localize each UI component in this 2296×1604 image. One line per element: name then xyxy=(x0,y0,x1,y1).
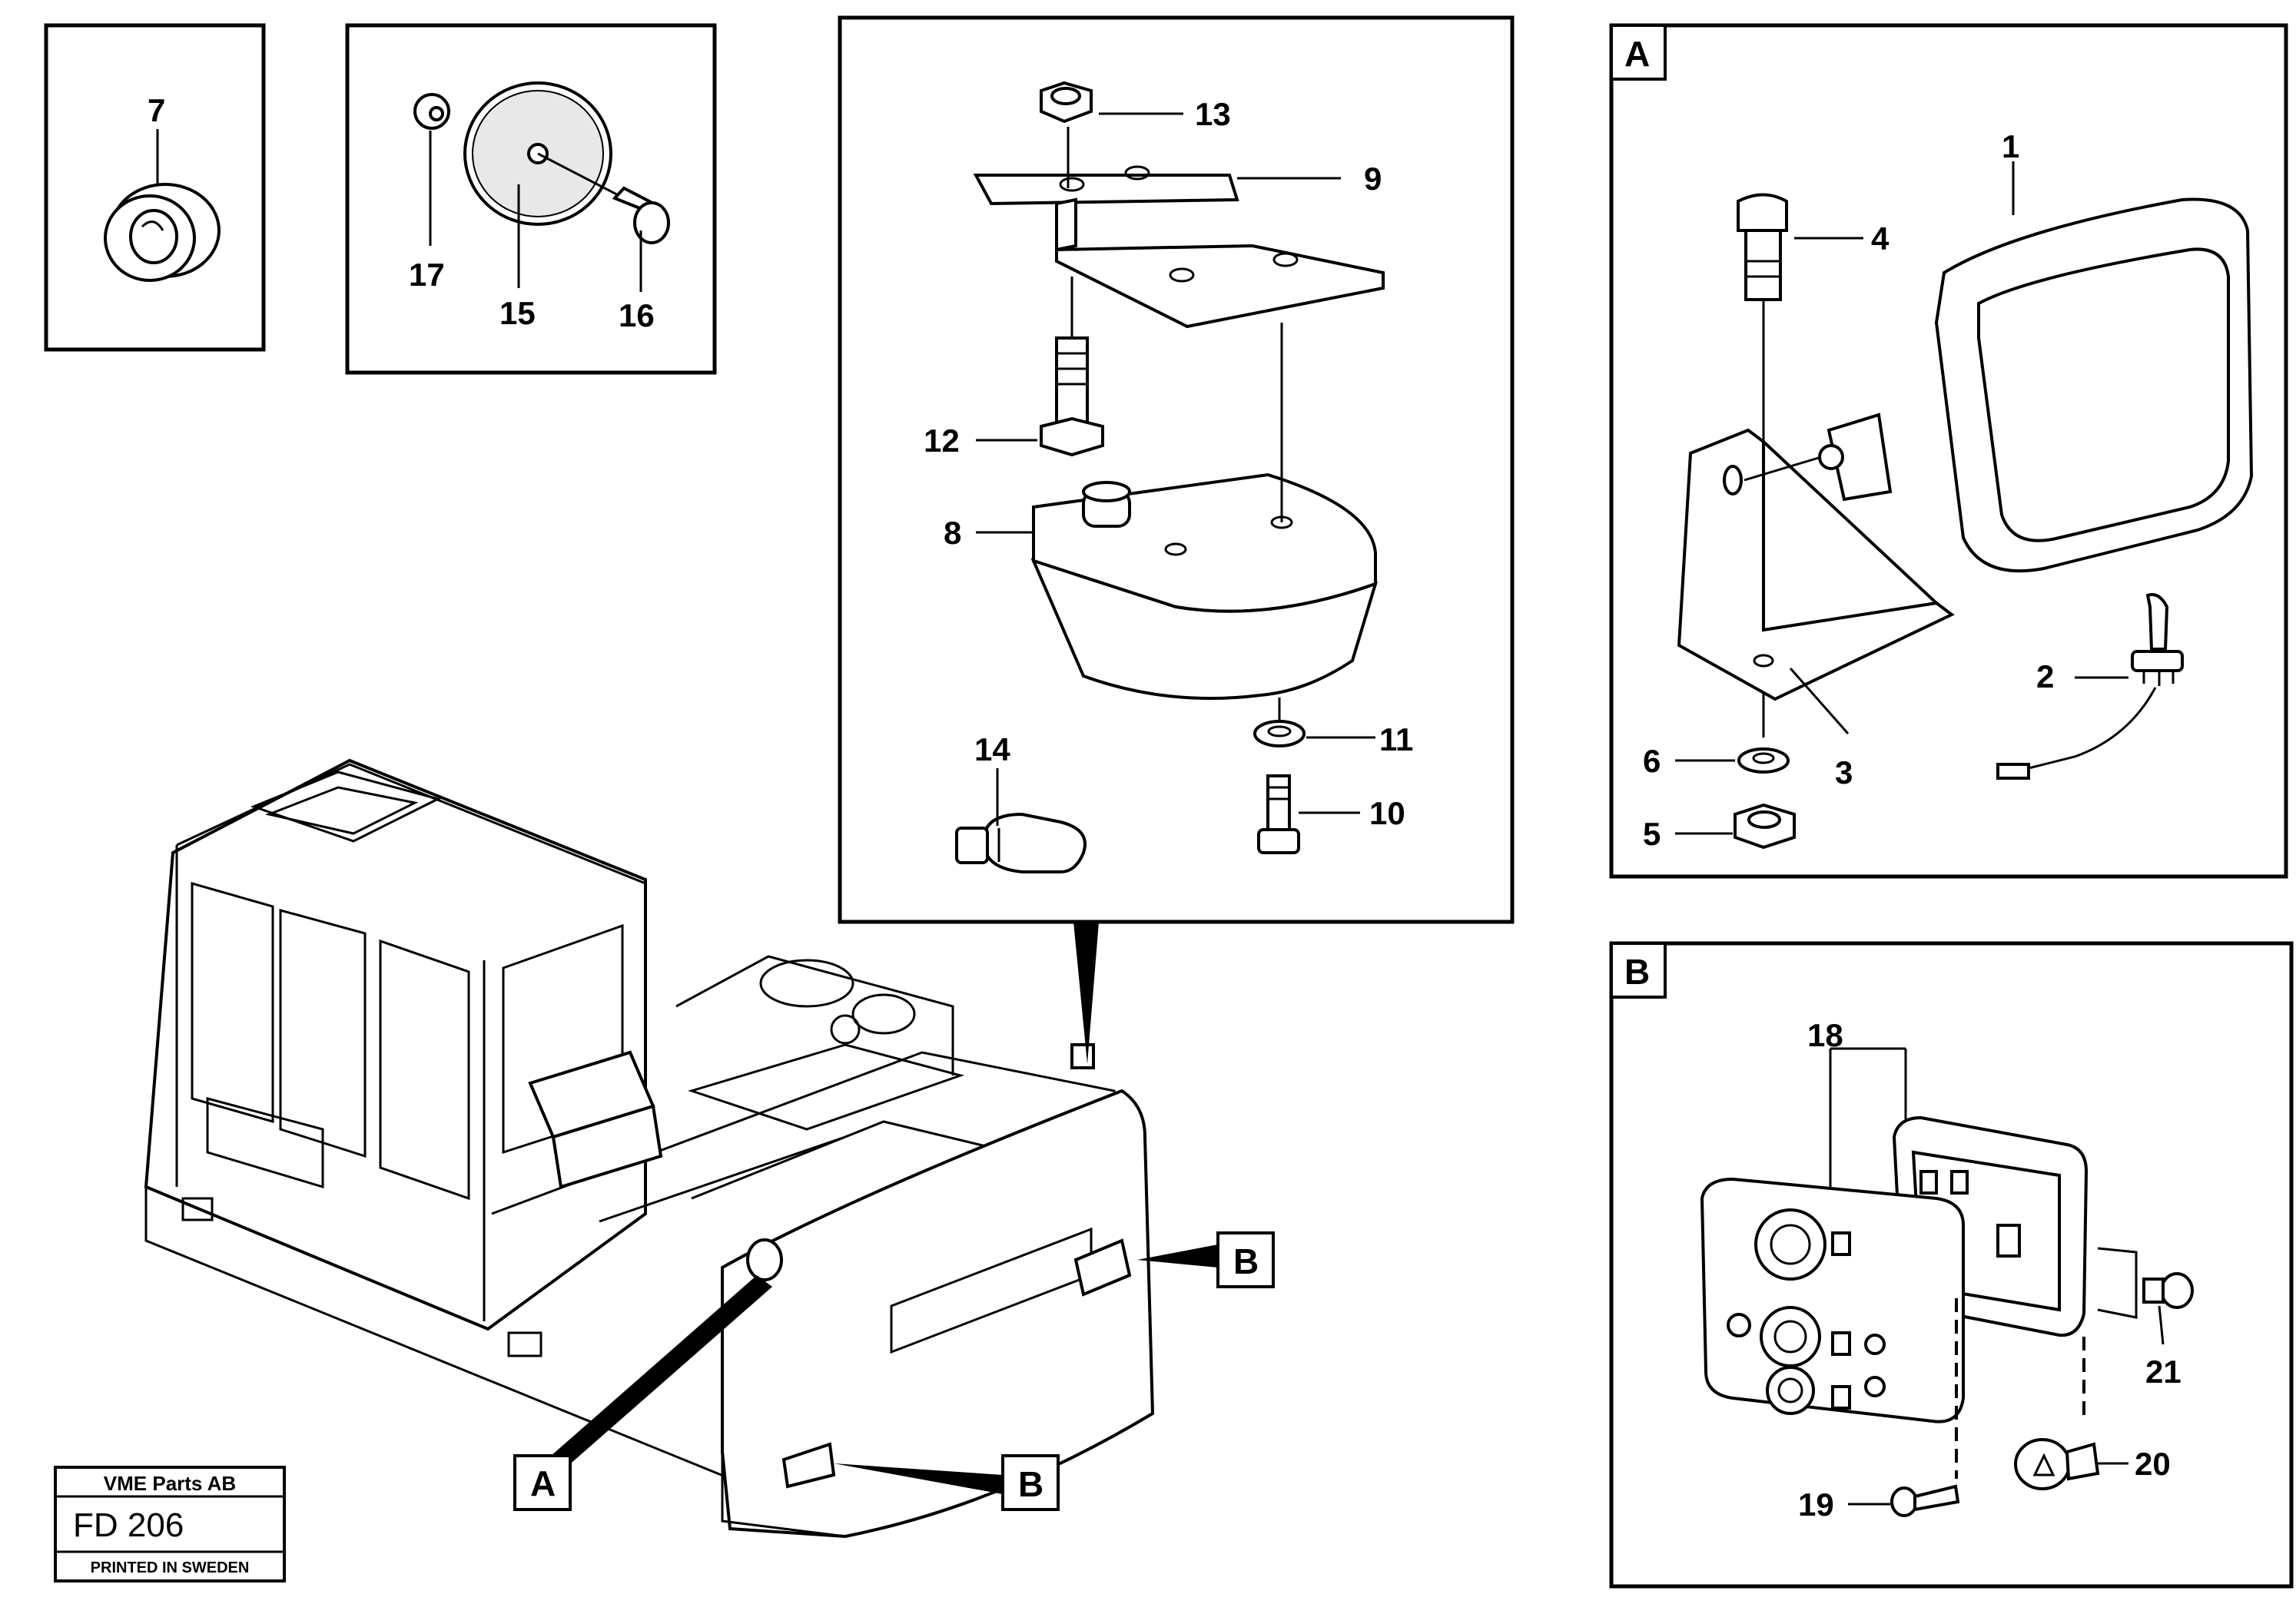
leader-21 xyxy=(2158,1305,2165,1345)
callout-21: 21 xyxy=(2145,1354,2182,1390)
bulb-holder-2 xyxy=(1996,593,2184,780)
nut-13 xyxy=(1040,81,1093,124)
screw-19 xyxy=(1890,1484,1960,1517)
bulb-21 xyxy=(2142,1272,2194,1309)
callout-19: 19 xyxy=(1798,1486,1834,1523)
callout-7: 7 xyxy=(148,92,165,128)
callout-20: 20 xyxy=(2135,1446,2171,1482)
callout-11: 11 xyxy=(1379,721,1413,757)
callout-10: 10 xyxy=(1369,795,1405,831)
callout-1: 1 xyxy=(2002,128,2019,164)
detail-label-b: B xyxy=(1624,952,1650,992)
callout-18: 18 xyxy=(1807,1017,1843,1053)
callout-9: 9 xyxy=(1364,161,1382,197)
bracket-3 xyxy=(1677,428,1955,701)
callout-8: 8 xyxy=(944,515,961,551)
panel-reflector: 17 15 16 xyxy=(345,23,717,375)
bolt-12 xyxy=(1040,336,1104,457)
tail-lamp-lens xyxy=(1700,1177,1965,1423)
bulb-20 xyxy=(2014,1438,2100,1490)
panel-light-housing: 13 9 12 xyxy=(838,15,1515,924)
callout-12: 12 xyxy=(924,423,960,459)
grommet-drawing xyxy=(104,183,221,282)
stamp-code: FD 206 xyxy=(73,1506,184,1544)
pointer-b-lower xyxy=(834,1463,1003,1494)
machine-label-b-lower: B xyxy=(1018,1464,1043,1504)
washer-6 xyxy=(1737,747,1790,774)
machine-label-a: A xyxy=(530,1463,556,1503)
callout-17: 17 xyxy=(409,257,445,293)
machine-overview xyxy=(144,758,1155,1539)
callout-15: 15 xyxy=(499,295,536,331)
detail-label-a: A xyxy=(1624,34,1650,74)
reflector-drawing xyxy=(413,81,670,244)
leader-3 xyxy=(1789,668,1850,734)
callout-13: 13 xyxy=(1195,96,1231,132)
screw-10 xyxy=(1257,774,1300,854)
work-lamp-1 xyxy=(1818,197,2254,573)
callout-5: 5 xyxy=(1643,816,1661,852)
washer-11 xyxy=(1253,720,1306,747)
bracket-9 xyxy=(973,165,1385,329)
light-housing-8 xyxy=(1030,472,1379,701)
panel-grommet: 7 xyxy=(44,23,266,352)
pointer-a xyxy=(538,1275,772,1479)
callout-6: 6 xyxy=(1643,743,1661,779)
callout-4: 4 xyxy=(1871,220,1890,257)
callout-14: 14 xyxy=(974,731,1010,767)
nut-5 xyxy=(1734,803,1796,850)
bolt-4 xyxy=(1737,193,1788,301)
pointer-light-housing xyxy=(1073,922,1099,1064)
callout-2: 2 xyxy=(2036,658,2054,694)
callout-3: 3 xyxy=(1835,754,1853,790)
machine-label-b-upper: B xyxy=(1233,1241,1259,1281)
callout-16: 16 xyxy=(619,297,655,333)
panel-detail-a: A 4 3 1 xyxy=(1609,23,2288,879)
panel-detail-b: B 18 xyxy=(1609,941,2294,1589)
title-stamp: VME Parts AB FD 206 PRINTED IN SWEDEN xyxy=(54,1466,286,1582)
pointer-b-upper xyxy=(1137,1244,1218,1268)
stamp-company: VME Parts AB xyxy=(104,1472,236,1495)
bulb-14 xyxy=(955,812,1087,873)
stamp-printed: PRINTED IN SWEDEN xyxy=(91,1559,250,1576)
